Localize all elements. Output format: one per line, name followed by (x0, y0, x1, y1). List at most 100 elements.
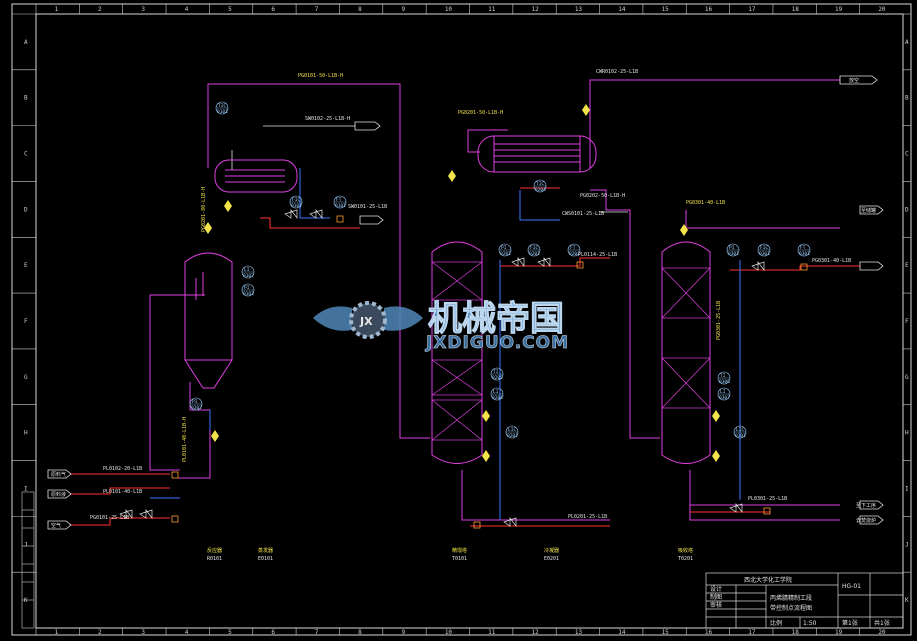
grid-left-C: C (24, 151, 28, 158)
instrument-ft1-number: 0101 (335, 203, 346, 209)
grid-top-11: 11 (488, 6, 496, 13)
instrument-pi4-tag: PI (192, 399, 198, 405)
line-label-right-vert: PG0301-25-L1B (716, 301, 722, 340)
instrument-tic1-tag: TIC (218, 103, 226, 109)
grid-right-I: I (905, 485, 909, 492)
instrument-ft2-tag: FT (570, 245, 576, 251)
grid-top-1: 1 (55, 6, 59, 13)
equip-tag-e3: T0101 (452, 556, 467, 562)
grid-right-G: G (905, 374, 909, 381)
title-block-row-1: 制图 (710, 593, 722, 601)
grid-top-18: 18 (792, 6, 800, 13)
grid-right-J: J (905, 541, 909, 548)
grid-top-19: 19 (835, 6, 843, 13)
equip-caption-e1: 反应器 (207, 547, 222, 554)
grid-left-F: F (24, 318, 28, 325)
grid-right-H: H (905, 430, 909, 437)
instrument-ft3-number: 0301 (799, 251, 810, 257)
line-label-top-right: CWR0102-25-L1B (596, 69, 638, 75)
grid-bottom-10: 10 (445, 629, 453, 636)
wing-left-icon (313, 306, 352, 331)
equip-caption-e5: 吸收塔 (678, 547, 693, 554)
line-label-hx-out2: CWS0101-25-L1B (562, 211, 604, 217)
watermark-logo: JX (313, 301, 423, 339)
instrument-ft1-tag: FT (336, 197, 342, 203)
stream-flags (47, 75, 884, 530)
grid-top-4: 4 (185, 6, 189, 13)
instrument-ti1-tag: TI (493, 369, 499, 375)
grid-bottom-14: 14 (618, 629, 626, 636)
grid-top-6: 6 (271, 6, 275, 13)
line-label-right-mid: PG0301-40-L1B (812, 258, 851, 264)
line-label-cond-top: PG0201-50-L1B-H (458, 110, 503, 116)
grid-bottom-12: 12 (532, 629, 540, 636)
valves (119, 208, 765, 528)
grid-top-20: 20 (878, 6, 886, 13)
title-block-row-2: 审核 (710, 601, 722, 609)
grid-left-G: G (24, 374, 28, 381)
process-lines-red (70, 187, 860, 527)
title-block-row-0: 设计 (710, 585, 722, 593)
grid-bottom-4: 4 (185, 629, 189, 636)
instrument-labels: TIC0101LI0102PI0103PI0201FIC0201FT0201FI… (191, 103, 810, 439)
line-label-feed-vert: PG0201-80-L1B-H (201, 187, 207, 232)
title-block-drawing: 丙烯腈精制工段 (770, 594, 812, 602)
instrument-ti2-tag: TI (720, 373, 726, 379)
instrument-fic2-number: 0201 (529, 251, 540, 257)
grid-top-12: 12 (532, 6, 540, 13)
grid-right-E: E (905, 262, 909, 269)
grid-top-2: 2 (98, 6, 102, 13)
instrument-pi3-tag: PI (729, 245, 735, 251)
grid-left-B: B (24, 95, 28, 102)
grid-top-5: 5 (228, 6, 232, 13)
instrument-li3-tag: LI (720, 389, 726, 395)
grid-bottom-11: 11 (488, 629, 496, 636)
stream-label-out4: 去焚烧炉 (856, 517, 876, 524)
instrument-lic2-tag: LIC (736, 427, 744, 433)
grid-bottom-18: 18 (792, 629, 800, 636)
instrument-tic1-number: 0101 (217, 109, 228, 115)
instrument-li2-number: 0204 (492, 395, 503, 401)
grid-right-K: K (905, 597, 909, 604)
grid-bottom-13: 13 (575, 629, 583, 636)
instrument-lic1-number: 0201 (507, 433, 518, 439)
instrument-lic1-tag: LIC (508, 427, 516, 433)
grid-bottom-17: 17 (748, 629, 756, 636)
distillation-column (431, 241, 483, 464)
process-lines-blue (150, 168, 741, 520)
equip-caption-e3: 精馏塔 (452, 547, 467, 554)
grid-bottom-1: 1 (55, 629, 59, 636)
instrument-ti2-number: 0306 (719, 379, 730, 385)
grid-top-7: 7 (315, 6, 319, 13)
instrument-pi1-tag: PI (244, 285, 250, 291)
instrument-fic1-number: 0101 (291, 203, 302, 209)
grid-top-14: 14 (618, 6, 626, 13)
grid-bottom-3: 3 (141, 629, 145, 636)
line-label-pl0102: PL0102-20-L1B (103, 466, 142, 472)
line-label-steam: SW0102-25-L1B-H (305, 116, 350, 122)
instrument-fic2-tag: FIC (530, 245, 538, 251)
grid-top-15: 15 (662, 6, 670, 13)
title-block-sheet: 第1张 (842, 619, 858, 627)
title-block-total: 共1张 (874, 619, 890, 627)
grid-bottom-2: 2 (98, 629, 102, 636)
grid-top-10: 10 (445, 6, 453, 13)
equip-tag-e5: T0201 (678, 556, 693, 562)
instrument-bubbles (189, 101, 811, 439)
grid-right-D: D (905, 206, 909, 213)
line-label-hx-out: PG0202-50-L1B-H (580, 193, 625, 199)
equip-caption-e2: 蒸发器 (258, 547, 273, 554)
watermark-cn: 机械帝国 (428, 299, 564, 339)
line-label-bottom-b: PL0301-25-L1B (748, 496, 787, 502)
grid-bottom-7: 7 (315, 629, 319, 636)
watermark-badge: JX (359, 315, 373, 328)
grid-bottom-19: 19 (835, 629, 843, 636)
grid-bottom-9: 9 (401, 629, 405, 636)
grid-left-E: E (24, 262, 28, 269)
grid-left-I: I (24, 485, 28, 492)
grid-top-8: 8 (358, 6, 362, 13)
line-label-pl0101: PL0101-40-L1B (103, 489, 142, 495)
instrument-pi3-number: 0301 (728, 251, 739, 257)
